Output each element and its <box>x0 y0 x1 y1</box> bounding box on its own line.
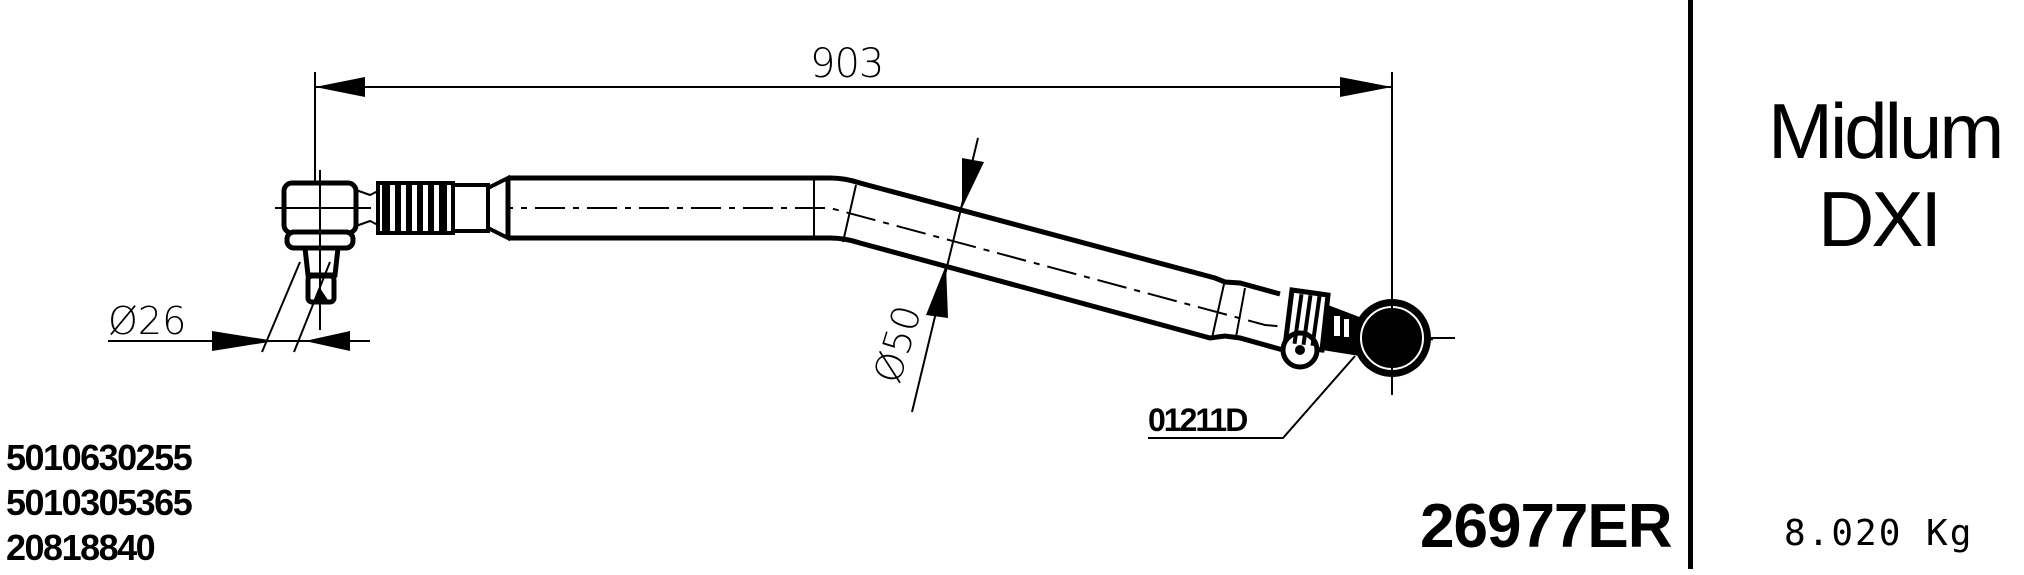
ref-leader <box>1148 355 1356 439</box>
tie-rod-drawing <box>108 72 1455 439</box>
oem-number: 5010305365 <box>6 482 193 523</box>
left-pin-nut <box>314 288 328 300</box>
dimension-length-label: 903 <box>810 41 884 87</box>
oem-numbers-list: 5010630255 5010305365 20818840 <box>6 437 193 575</box>
clamp-bolt <box>1295 345 1305 355</box>
left-bellows-ribs <box>382 185 447 231</box>
part-weight: 8.020 Kg <box>1784 513 1974 554</box>
right-neck-highlights <box>1334 316 1349 337</box>
part-number: 26977ER <box>1420 492 1673 561</box>
dimension-26-arrows <box>212 331 350 351</box>
right-neck <box>1322 305 1362 356</box>
oem-number: 20818840 <box>6 527 156 568</box>
main-tube <box>505 175 1284 353</box>
panel-divider <box>1688 0 1693 569</box>
right-clamp-slots <box>1292 293 1322 347</box>
tube-section-lines <box>813 178 1246 339</box>
dimension-50-arrows <box>926 158 984 318</box>
left-collar <box>451 174 510 242</box>
oem-number: 5010630255 <box>6 437 193 478</box>
ball-joint-ref-label: 01211D <box>1148 402 1248 438</box>
vehicle-model-line2: DXI <box>1818 175 1942 263</box>
dimension-903-arrows <box>315 77 1392 97</box>
right-ball-crosshair <box>1391 295 1455 395</box>
dimension-pin-diameter-label: Ø26 <box>108 299 187 343</box>
vehicle-model-line1: Midlum <box>1768 87 2004 175</box>
